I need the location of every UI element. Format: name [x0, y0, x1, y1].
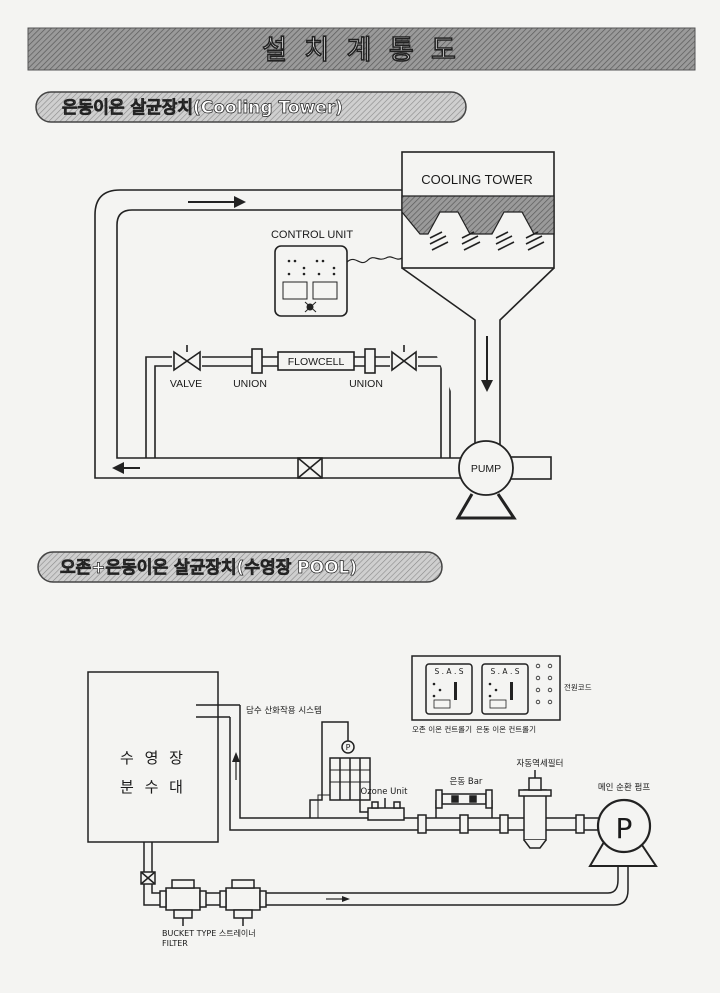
control-unit-logo-icon — [304, 301, 317, 313]
small-pump-p: P — [346, 743, 351, 752]
copper-bar-label: 은동 Bar — [450, 777, 483, 787]
flowcell-label: FLOWCELL — [288, 356, 345, 368]
union-left-label: UNION — [233, 378, 267, 390]
strainer-label-line1: BUCKET TYPE 스트레이너 — [162, 928, 256, 938]
pool-label-line1: 수 영 장 — [120, 749, 186, 767]
return-pipe-outer — [94, 189, 475, 479]
ozone-unit-icon — [367, 798, 405, 821]
copper-bar-icon — [435, 789, 493, 818]
pool-outlet-pipe-left — [143, 842, 629, 906]
main-pump-p: P — [616, 812, 633, 845]
section2-label: 오존+은동이온 살균장치(수영장 POOL) — [60, 558, 357, 578]
section1-label-pill: 은동이온 살균장치(Cooling Tower) — [35, 91, 467, 123]
return-pipe-inner — [116, 209, 470, 459]
pool-label-line2: 분 수 대 — [120, 778, 186, 796]
control-unit-indicators — [287, 259, 336, 276]
valve-label: VALVE — [170, 378, 202, 390]
flow-arrow-left-head — [112, 462, 124, 474]
auto-backwash-filter-icon — [518, 770, 552, 849]
pool-outlet-pipe-right — [151, 842, 619, 894]
ozone-controller-label: 오존 이온 컨트롤기 — [412, 724, 472, 734]
control-unit-label: CONTROL UNIT — [271, 229, 353, 241]
valve-left-icon — [172, 345, 202, 372]
cooling-tower-label: COOLING TOWER — [421, 172, 532, 187]
down-arrow-head — [481, 380, 493, 392]
cooling-tower-diagram — [94, 151, 555, 520]
pool-tank — [87, 671, 219, 843]
pump-base — [455, 493, 517, 520]
copper-controller-box — [481, 663, 529, 715]
copper-controller-label: 은동 이온 컨트롤기 — [476, 724, 536, 734]
sas-left-label: S . A . S — [435, 667, 464, 676]
section2-label-pill: 오존+은동이온 살균장치(수영장 POOL) — [37, 551, 443, 583]
main-pump-label: 메인 순환 펌프 — [598, 782, 651, 793]
main-pump-body — [596, 798, 652, 854]
bypass-pipe-outer — [145, 356, 451, 458]
valve-right-icon — [390, 345, 418, 372]
flow-arrow-top-head — [234, 196, 246, 208]
sas-right-label: S . A . S — [491, 667, 520, 676]
up-arrow-head — [232, 752, 240, 762]
controller-indicators — [432, 682, 513, 700]
oxidation-system-icon — [309, 721, 377, 818]
control-cable — [346, 256, 403, 264]
bucket-strainer-2-icon — [219, 879, 267, 926]
strainer-label-line2: FILTER — [162, 939, 188, 948]
power-outlet-dots — [535, 663, 553, 705]
flowcell-box — [277, 351, 355, 371]
cooling-tower-hopper — [401, 267, 555, 452]
header-title: 설 치 계 통 도 — [262, 35, 460, 66]
power-cord-label: 전원코드 — [564, 682, 592, 692]
bucket-strainer-1-icon — [159, 879, 207, 926]
pool-diagram — [87, 655, 658, 926]
union-right-label: UNION — [349, 378, 383, 390]
union-right-icon — [364, 348, 376, 374]
ozone-unit-label: Ozone Unit — [361, 787, 409, 797]
cooling-tower-fill-media — [401, 195, 555, 235]
pump-label: PUMP — [471, 463, 501, 475]
aux-system-label: 담수 산화작용 시스템 — [246, 705, 322, 716]
spray-pattern — [429, 231, 545, 251]
return-valve-icon — [297, 457, 323, 479]
union-left-icon — [251, 348, 263, 374]
pump-body — [458, 440, 514, 496]
bottom-flow-arrow-head — [342, 896, 350, 902]
header-bar: 설 치 계 통 도 — [27, 27, 696, 71]
auto-filter-label: 자동역세필터 — [517, 758, 564, 769]
ozone-controller-box — [425, 663, 473, 715]
section1-label: 은동이온 살균장치(Cooling Tower) — [62, 98, 343, 118]
